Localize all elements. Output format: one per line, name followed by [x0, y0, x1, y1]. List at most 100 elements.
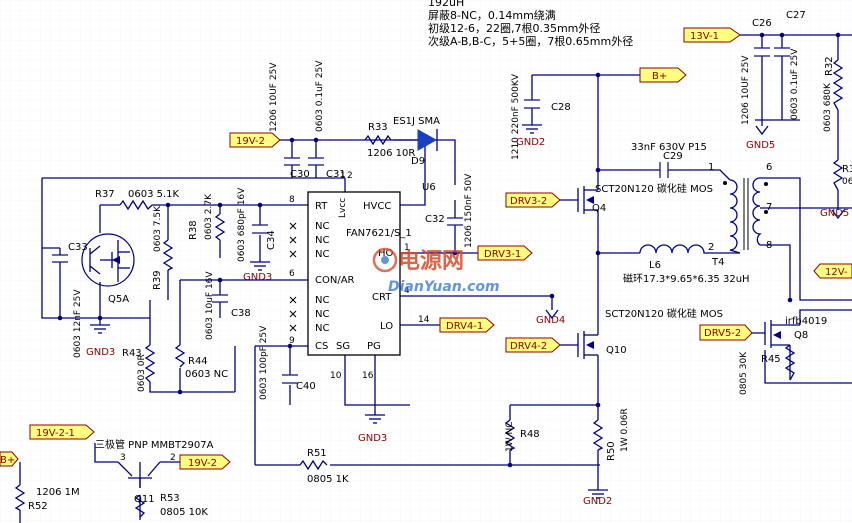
cap-c28 [524, 99, 540, 109]
svg-text:0603 680pF 16V: 0603 680pF 16V [237, 187, 247, 262]
svg-text:NC: NC [315, 323, 329, 334]
svg-text:C32: C32 [425, 214, 445, 225]
svg-text:GND2: GND2 [583, 496, 612, 507]
svg-text:LO: LO [380, 321, 393, 332]
port-drv3-1[interactable]: DRV3-1 [477, 245, 533, 261]
svg-text:16: 16 [362, 371, 374, 381]
port-b-left[interactable]: B+ [0, 451, 19, 467]
svg-text:C40: C40 [296, 381, 316, 392]
svg-text:1206 10UF 25V: 1206 10UF 25V [269, 62, 279, 132]
svg-text:0603 2.7K: 0603 2.7K [204, 193, 214, 240]
port-19v-bottom[interactable]: 19V-2 [179, 454, 231, 470]
transistor-q5a [81, 233, 135, 287]
svg-text:1206 10UF 25V: 1206 10UF 25V [741, 55, 751, 125]
transformer-notes: 192uH 屏蔽8-NC，0.14mm绕满 初级12-6，22圈,7根0.35m… [428, 0, 633, 48]
inductor-l6 [639, 244, 710, 254]
svg-text:Lvcc: Lvcc [338, 198, 348, 218]
cap-c30 [284, 157, 300, 166]
res-r53 [134, 494, 146, 518]
gnd-gnd5b [831, 209, 845, 220]
svg-text:R48: R48 [520, 429, 540, 440]
svg-text:屏蔽8-NC，0.14mm绕满: 屏蔽8-NC，0.14mm绕满 [428, 9, 556, 22]
svg-text:R3: R3 [842, 164, 852, 175]
svg-text:U6: U6 [422, 182, 436, 193]
svg-text:2: 2 [347, 171, 353, 181]
svg-text:NC: NC [315, 235, 329, 246]
port-drv3-2[interactable]: DRV3-2 [505, 192, 561, 208]
svg-text:0603 7.5K: 0603 7.5K [153, 205, 163, 252]
svg-text:CON/AR: CON/AR [315, 275, 355, 286]
svg-text:0603 100pF 25V: 0603 100pF 25V [259, 325, 269, 400]
port-drv5-2[interactable]: DRV5-2 [699, 324, 753, 341]
transistor-q11 [117, 461, 161, 488]
ic-fan7621[interactable]: RT NC NC NC CON/AR NC NC NC CS HVCC HO C… [289, 171, 436, 381]
cap-c31 [308, 157, 324, 166]
mosfet-q8 [745, 320, 800, 348]
cap-c29 [659, 162, 669, 178]
svg-text:0805 1K: 0805 1K [307, 474, 349, 485]
port-drv4-1[interactable]: DRV4-1 [439, 317, 495, 333]
svg-text:三极管 PNP MMBT2907A: 三极管 PNP MMBT2907A [95, 438, 214, 451]
cap-c33 [52, 248, 68, 263]
svg-text:0603 NC: 0603 NC [185, 369, 228, 380]
res-r38 [214, 213, 226, 241]
res-r48 [504, 419, 516, 451]
svg-text:C27: C27 [786, 10, 806, 21]
nc-marks [289, 222, 297, 332]
svg-text:0805 30K: 0805 30K [739, 351, 749, 395]
svg-text:R45: R45 [761, 354, 781, 365]
svg-text:1206 150nF 50V: 1206 150nF 50V [464, 173, 474, 248]
svg-text:GND2: GND2 [516, 137, 545, 148]
res-r3x [832, 159, 844, 191]
svg-text:磁环17.3*9.65*6.35 32uH: 磁环17.3*9.65*6.35 32uH [623, 272, 750, 285]
res-r52 [14, 484, 26, 511]
gnd-q5a [90, 324, 110, 334]
gnd-gnd5 [755, 120, 769, 136]
svg-text:T4: T4 [711, 257, 724, 268]
port-b-plus[interactable]: B+ [639, 67, 687, 83]
svg-text:19V-2-1: 19V-2-1 [36, 428, 75, 439]
svg-text:R37: R37 [95, 189, 115, 200]
svg-text:C34: C34 [266, 230, 277, 250]
svg-text:B+: B+ [0, 455, 15, 466]
cap-c27 [774, 47, 790, 57]
port-19v-2-1[interactable]: 19V-2-1 [29, 424, 95, 440]
svg-text:HO: HO [378, 248, 394, 259]
svg-text:4: 4 [404, 286, 410, 296]
svg-text:D9: D9 [411, 156, 425, 167]
mosfet-q10 [577, 330, 599, 366]
svg-text:GND3: GND3 [86, 347, 115, 358]
svg-text:2: 2 [170, 453, 176, 463]
svg-text:R32: R32 [824, 56, 835, 76]
port-19v-top[interactable]: 19V-2 [229, 132, 281, 148]
component-labels: C26 C27 1206 10UF 25V 0603 0.1uF 25V R32… [28, 10, 852, 518]
svg-text:R50: R50 [606, 441, 617, 461]
svg-text:R51: R51 [307, 448, 327, 459]
port-drv4-2[interactable]: DRV4-2 [505, 337, 561, 353]
svg-text:GND3: GND3 [358, 433, 387, 444]
res-r32 [832, 59, 844, 111]
svg-text:13V-1: 13V-1 [690, 31, 719, 42]
svg-text:192uH: 192uH [428, 0, 464, 9]
svg-text:0603 0R: 0603 0R [137, 354, 147, 392]
svg-text:Q5A: Q5A [108, 294, 129, 305]
svg-text:CRT: CRT [372, 292, 392, 303]
svg-text:Q4: Q4 [592, 203, 606, 214]
svg-text:6: 6 [289, 269, 295, 279]
svg-text:SCT20N120 碳化硅 MOS: SCT20N120 碳化硅 MOS [605, 307, 723, 320]
svg-text:19V-2: 19V-2 [236, 136, 265, 147]
svg-text:C26: C26 [752, 18, 772, 29]
res-r51 [299, 459, 328, 471]
ground-labels: GND2 GND3 GND3 GND3 GND2 GND4 GND5 GND5 [86, 137, 849, 507]
port-12v[interactable]: 12V- [813, 263, 852, 279]
res-r44 [174, 344, 186, 368]
svg-text:CS: CS [315, 341, 328, 352]
svg-text:0603 12nF 25V: 0603 12nF 25V [73, 289, 83, 358]
svg-text:C33: C33 [68, 242, 88, 253]
mosfet-q4 [577, 180, 599, 222]
cap-c26 [754, 47, 770, 57]
port-13v[interactable]: 13V-1 [683, 27, 741, 43]
svg-text:DRV4-2: DRV4-2 [510, 341, 547, 352]
svg-text:SG: SG [336, 341, 350, 352]
svg-text:R33: R33 [368, 122, 388, 133]
